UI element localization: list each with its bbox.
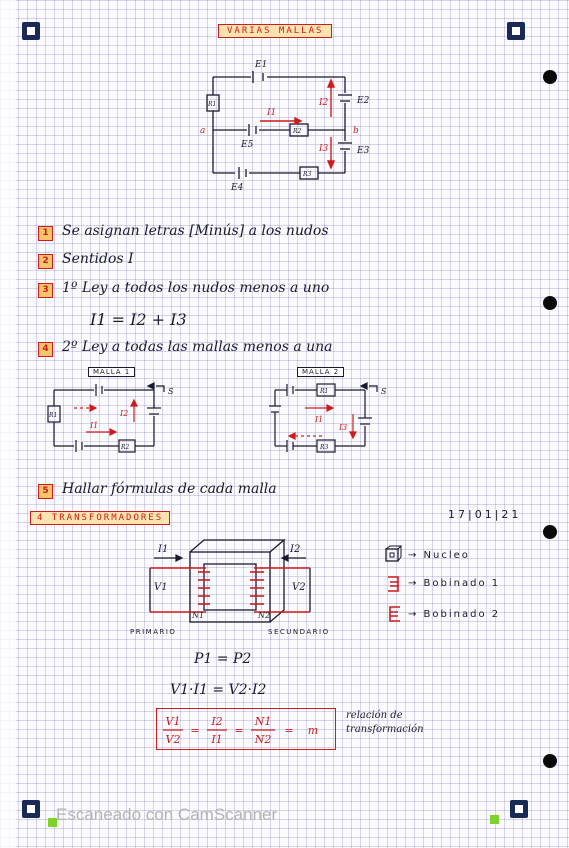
mesh2-i3: I3	[338, 423, 347, 432]
corner-mark-top-right	[507, 22, 525, 40]
transformer-v2: V2	[292, 582, 306, 593]
binder-hole	[543, 754, 557, 768]
ratio-eq: =	[284, 724, 293, 737]
section-date: 17|01|21	[448, 508, 522, 521]
ratio-n1: N1	[254, 715, 272, 728]
label-i1: I1	[266, 108, 276, 118]
section-title: TRANSFORMADORES	[51, 513, 164, 523]
section-number: 4	[37, 513, 45, 523]
scanner-mark	[48, 818, 57, 827]
mesh2-s: S	[381, 387, 387, 396]
mesh2-diagram: S R1 R3 I1 I3	[269, 382, 387, 453]
step-text: Se asignan letras [Minús] a los nudos	[62, 223, 329, 239]
step-badge: 4	[38, 342, 53, 357]
mesh1-label: MALLA 1	[88, 367, 136, 377]
label-i2: I2	[318, 98, 329, 108]
binder-hole	[543, 525, 557, 539]
ratio-i1: I1	[210, 733, 222, 746]
ratio-n2: N2	[254, 733, 272, 746]
label-i3: I3	[318, 144, 329, 154]
corner-mark-bottom-right	[510, 800, 528, 818]
relation-text-2: transformación	[346, 724, 424, 735]
transformer-diagram: I1 I2 V1 V2 N1 N2	[149, 539, 311, 623]
mesh1-i2: I2	[119, 409, 128, 418]
circuit-diagram: E1 E2 E3 E4 E5 R1 R2 R3 a b I1 I2 I3	[200, 60, 370, 193]
core-icon	[385, 545, 403, 562]
power-equation: P1 = P2	[194, 651, 252, 667]
label-e3: E3	[356, 146, 370, 156]
label-r3: R3	[302, 171, 312, 178]
node-a: a	[200, 126, 205, 136]
step-badge: 2	[38, 254, 53, 269]
ratio-eq: =	[234, 724, 243, 737]
primary-label: PRIMARIO	[130, 628, 177, 636]
step-text: 2º Ley a todas las mallas menos a una	[62, 339, 333, 355]
label-r1: R1	[207, 101, 216, 108]
step-badge: 1	[38, 226, 53, 241]
secondary-label: SECUNDARIO	[268, 628, 330, 636]
camscanner-watermark: Escaneado con CamScanner	[56, 805, 278, 824]
label-e1: E1	[254, 60, 267, 70]
step-badge: 5	[38, 484, 53, 499]
ratio-m: m	[308, 724, 318, 737]
legend-coil1-text: → Bobinado 1	[408, 578, 501, 589]
mesh1-diagram: S R1 R2 I1 I2	[47, 382, 174, 453]
step-badge: 3	[38, 283, 53, 298]
ratio-eq: =	[190, 724, 199, 737]
mesh2-r3: R3	[319, 444, 329, 451]
transformer-v1: V1	[154, 582, 168, 593]
mesh1-r2: R2	[120, 444, 130, 451]
mesh2-label: MALLA 2	[297, 367, 345, 377]
mesh1-i1: I1	[89, 421, 98, 430]
page-title: VARIAS MALLAS	[218, 24, 333, 38]
step-text: Hallar fórmulas de cada malla	[62, 481, 277, 497]
ratio-i2: I2	[210, 715, 222, 728]
vi-equation: V1·I1 = V2·I2	[170, 682, 267, 698]
kcl-equation: I1 = I2 + I3	[90, 310, 187, 329]
binder-hole	[543, 70, 557, 84]
coil1-icon	[388, 576, 399, 592]
mesh1-s: S	[168, 387, 174, 396]
label-r2: R2	[292, 128, 302, 135]
ratio-v1: V1	[166, 715, 181, 728]
corner-mark-bottom-left	[22, 800, 40, 818]
transformer-i1: I1	[157, 544, 168, 555]
ratio-formula-svg: V1 V2 = I2 I1 = N1 N2 = m	[163, 715, 318, 746]
mesh2-r1: R1	[319, 388, 328, 395]
relation-text: relación de	[346, 710, 403, 721]
ratio-formula: V1 V2 = I2 I1 = N1 N2 = m	[156, 708, 336, 750]
transformer-i2: I2	[289, 544, 300, 555]
label-e2: E2	[356, 96, 370, 106]
step-text: Sentidos I	[62, 251, 134, 267]
transformer-n2: N2	[257, 611, 270, 620]
mesh1-r1: R1	[48, 412, 57, 419]
corner-mark-top-left	[22, 22, 40, 40]
transformer-n1: N1	[191, 611, 204, 620]
page-margin	[0, 0, 16, 848]
step-text: 1º Ley a todos los nudos menos a uno	[62, 280, 330, 296]
binder-hole	[543, 296, 557, 310]
mesh2-i1: I1	[314, 415, 323, 424]
legend-core-text: → Nucleo	[408, 550, 470, 561]
ratio-v2: V2	[166, 733, 181, 746]
legend-coil2-text: → Bobinado 2	[408, 609, 501, 620]
label-e5: E5	[240, 140, 254, 150]
section-header: 4 TRANSFORMADORES	[30, 511, 171, 525]
node-b: b	[353, 126, 359, 136]
coil2-icon	[389, 606, 400, 622]
label-e4: E4	[230, 183, 244, 193]
scanner-mark	[490, 815, 499, 824]
